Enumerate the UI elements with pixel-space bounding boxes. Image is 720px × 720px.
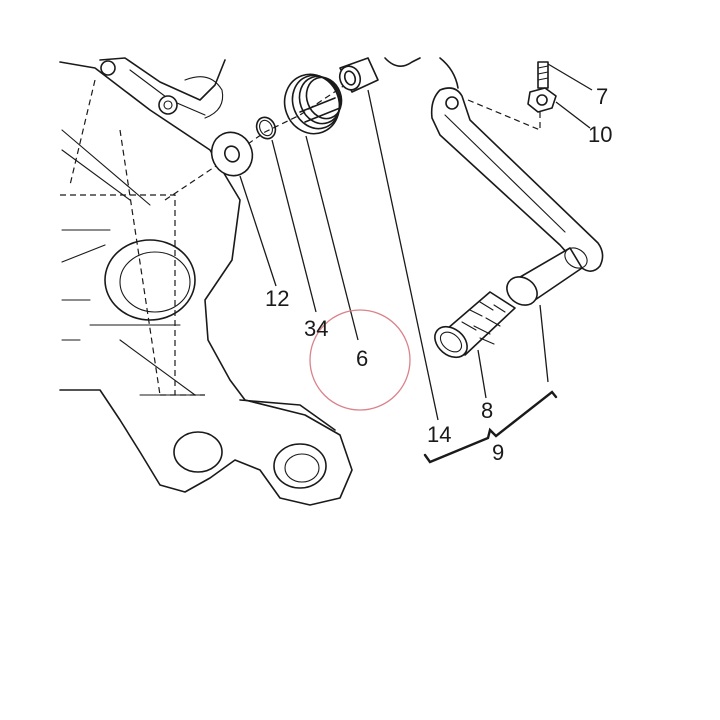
callout-9: 9 — [492, 440, 504, 465]
frame-stub — [384, 57, 421, 67]
bolt-axis — [467, 99, 541, 131]
callout-6: 6 — [356, 346, 368, 371]
callout-34: 34 — [304, 316, 328, 341]
spring-part-6 — [283, 73, 343, 135]
callout-14: 14 — [427, 422, 451, 447]
callout-12: 12 — [265, 286, 289, 311]
washer-part-12 — [210, 131, 254, 177]
callout-7: 7 — [596, 84, 608, 109]
assembly-bracket — [423, 390, 558, 464]
bushing-part-14 — [338, 57, 379, 93]
engine-case — [59, 57, 353, 506]
nut-part-10 — [527, 87, 557, 113]
circlip-part-34 — [255, 116, 277, 140]
pedal-rubber-part-8 — [434, 291, 516, 359]
highlight-circle — [309, 309, 411, 411]
pedal-lever-part-9 — [430, 87, 604, 306]
shaft-axis — [164, 71, 361, 201]
bolt-part-7 — [537, 61, 549, 89]
callout-8: 8 — [481, 398, 493, 423]
callout-10: 10 — [588, 122, 612, 147]
leader-lines — [239, 63, 593, 421]
